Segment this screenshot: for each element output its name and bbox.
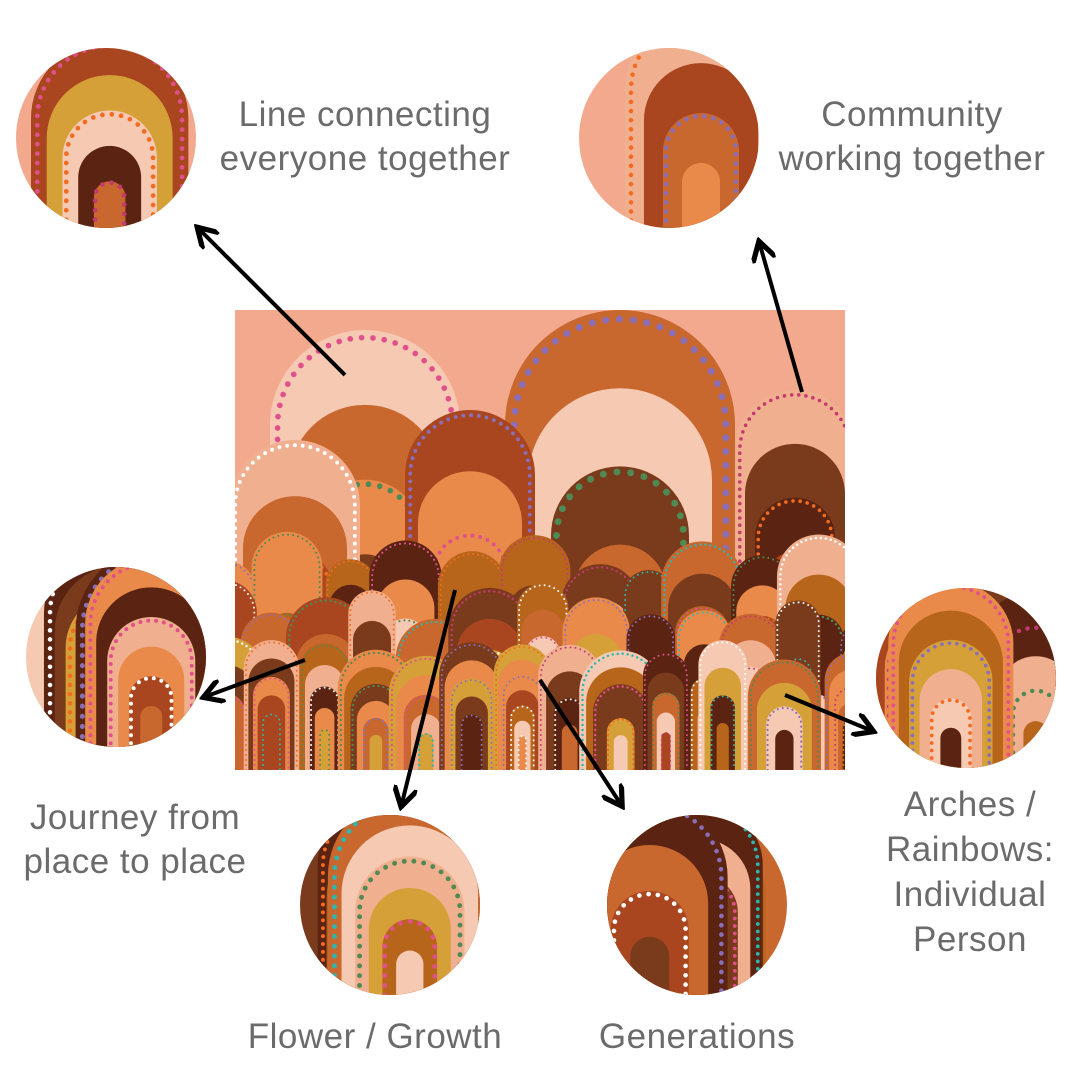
painting-arch — [243, 640, 300, 770]
detail-arch — [85, 567, 206, 747]
label-line: Arches / — [903, 785, 1037, 824]
painting-arch — [643, 652, 689, 770]
label-line: Person — [913, 920, 1027, 959]
detail-arch — [327, 815, 480, 995]
painting-arch — [300, 643, 350, 770]
label-line: Line connecting — [238, 95, 492, 134]
painting-arch — [698, 640, 748, 770]
detail-circle-flower — [300, 815, 480, 995]
label-journey: Journey from place to place — [0, 796, 270, 884]
detail-circle-journey — [26, 567, 206, 747]
detail-circle-line-connecting — [16, 48, 196, 228]
label-generations: Generations — [567, 1015, 827, 1059]
label-line: Journey from — [29, 798, 241, 837]
label-line-connecting: Line connecting everyone together — [195, 93, 535, 181]
painting-arch — [493, 644, 551, 770]
detail-circle-generations — [607, 815, 787, 995]
label-line: working together — [778, 139, 1046, 178]
label-line: Rainbows: — [886, 830, 1054, 869]
label-line: Flower / Growth — [247, 1017, 503, 1056]
painting-artwork — [235, 310, 845, 770]
label-line: place to place — [23, 842, 247, 881]
detail-circle-community — [579, 48, 759, 228]
painting-arch — [824, 653, 845, 770]
label-line: Individual — [893, 875, 1047, 914]
detail-arch — [30, 48, 189, 228]
detail-circle-arches — [876, 588, 1056, 768]
painting-arch — [747, 659, 821, 770]
detail-arch — [607, 815, 728, 995]
label-line: Community — [821, 95, 1003, 134]
detail-arch — [888, 588, 1014, 768]
label-flower: Flower / Growth — [225, 1015, 525, 1059]
label-line: everyone together — [219, 139, 511, 178]
label-line: Generations — [598, 1017, 796, 1056]
detail-arch — [624, 48, 759, 228]
label-arches: Arches / Rainbows: Individual Person — [870, 782, 1070, 962]
label-community: Community working together — [762, 93, 1062, 181]
